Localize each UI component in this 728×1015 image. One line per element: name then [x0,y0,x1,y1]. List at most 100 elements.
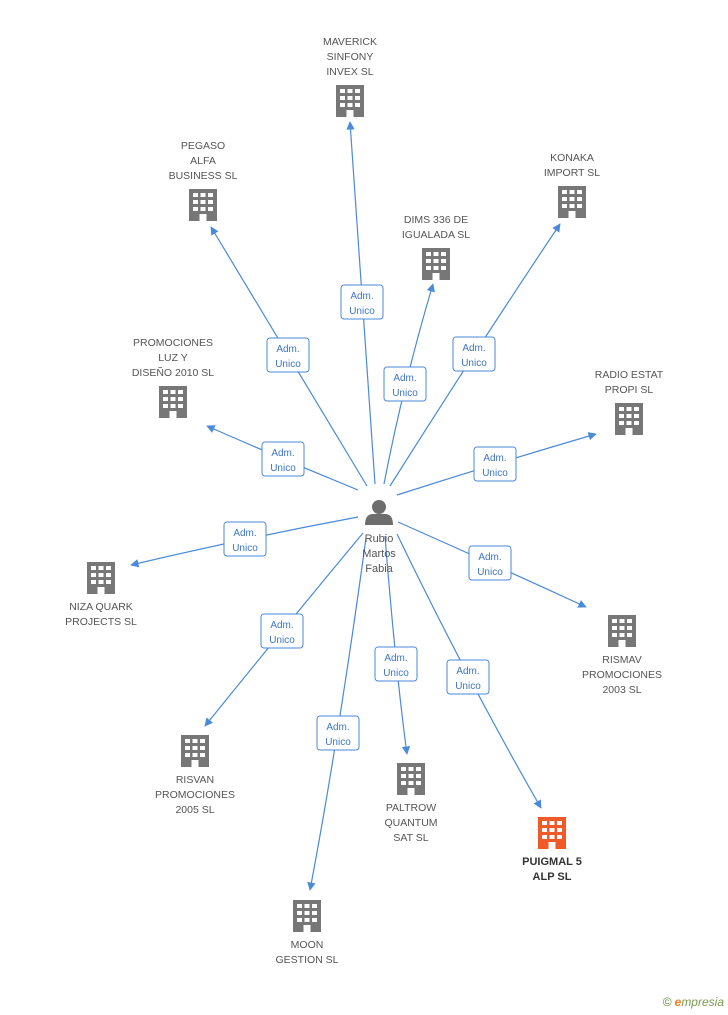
person-name-line: Fabia [365,563,393,575]
company-name-line: PROPI SL [605,384,654,396]
edge-label-box [468,545,512,581]
edge-label-niza[interactable]: Adm. Unico [223,521,267,557]
company-name-line: NIZA QUARK [69,601,133,613]
building-icon [159,386,187,418]
company-name-line: PROMOCIONES [582,669,662,681]
company-node-rismav[interactable]: RISMAV PROMOCIONES 2003 SL [582,615,662,696]
edge-label-box [316,715,360,751]
edge-label-text: Unico [461,358,487,369]
edge-label-box [473,446,517,482]
building-icon [422,248,450,280]
edge-label-text: Unico [275,359,301,370]
edge-label-text: Unico [270,463,296,474]
company-name-line: DIMS 336 DE [404,214,468,226]
company-name-line: IMPORT SL [544,167,600,179]
edge-label-text: Unico [349,306,375,317]
edge-label-text: Unico [269,635,295,646]
building-icon [615,403,643,435]
edge-label-text: Adm. [393,373,416,384]
copyright-icon: © [662,995,672,1009]
edge-label-rismav[interactable]: Adm. Unico [468,545,512,581]
edge-label-box [446,659,490,695]
company-name-line: PROMOCIONES [133,337,213,349]
edge-label-text: Unico [392,388,418,399]
edge-label-text: Adm. [384,653,407,664]
company-name-line: RISMAV [602,654,641,666]
edge-label-text: Adm. [271,448,294,459]
edge-label-risvan[interactable]: Adm.Unico [260,613,304,649]
edge-label-dims[interactable]: Adm. Unico [383,366,427,402]
company-name-line: ALP SL [533,871,572,883]
edge-label-box [266,337,310,373]
company-name-line: LUZ Y [158,352,188,364]
company-node-promociones-luz[interactable]: PROMOCIONES LUZ Y DISEÑO 2010 SL [132,337,214,418]
company-node-konaka[interactable]: KONAKA IMPORT SL [544,152,600,218]
company-node-risvan[interactable]: RISVAN PROMOCIONES 2005 SL [155,735,235,816]
brand-logo-text: mpresia [681,995,724,1009]
edge-label-text: Adm. [350,291,373,302]
company-name-line: 2005 SL [175,804,214,816]
company-name-line: PALTROW [386,802,436,814]
brand-footer[interactable]: ©empresia [663,995,724,1009]
company-name-line: PROMOCIONES [155,789,235,801]
edge-label-box [452,336,496,372]
building-icon [397,763,425,795]
person-name-line: Martos [362,548,396,560]
edge-label-maverick[interactable]: Adm. Unico [340,284,384,320]
edges: Adm.UnicoAdm.UnicoAdm.UnicoAdm.UnicoAdm.… [130,121,597,891]
company-name-line: QUANTUM [384,817,437,829]
edge-label-text: Unico [232,543,258,554]
company-name-line: MAVERICK [323,36,377,48]
building-icon [189,189,217,221]
company-name-line: KONAKA [550,152,594,164]
company-node-dims[interactable]: DIMS 336 DE IGUALADA SL [402,214,470,280]
company-name-line: BUSINESS SL [169,170,238,182]
edge-label-text: Adm. [478,552,501,563]
company-name-line: DISEÑO 2010 SL [132,366,214,379]
building-icon [293,900,321,932]
edge-label-radio-estat[interactable]: Adm. Unico [473,446,517,482]
person-icon [365,500,393,525]
edge-label-moon[interactable]: Adm.Unico [316,715,360,751]
company-name-line: IGUALADA SL [402,229,470,241]
company-name-line: PUIGMAL 5 [522,856,582,868]
edge-label-box [260,613,304,649]
company-name-line: SINFONY [327,51,374,63]
building-icon [538,817,566,849]
building-icon [558,186,586,218]
company-node-pegaso[interactable]: PEGASO ALFA BUSINESS SL [169,140,238,221]
edge-label-puigmal[interactable]: Adm.Unico [446,659,490,695]
edge-label-text: Unico [477,567,503,578]
edge-label-box [261,441,305,477]
edge-label-text: Unico [383,668,409,679]
company-node-puigmal[interactable]: PUIGMAL 5 ALP SL [522,817,582,883]
edge-label-paltrow[interactable]: Adm. Unico [374,646,418,682]
company-name-line: MOON [291,939,324,951]
edge-label-text: Unico [482,468,508,479]
edge-label-konaka[interactable]: Adm.Unico [452,336,496,372]
edge-label-text: Adm. [233,528,256,539]
person-name-line: Rubio [365,533,394,545]
company-name-line: ALFA [190,155,216,167]
building-icon [336,85,364,117]
edge-label-pegaso[interactable]: Adm.Unico [266,337,310,373]
edge-moon [307,537,367,891]
company-node-radio-estat[interactable]: RADIO ESTAT PROPI SL [595,369,664,435]
edge-label-box [374,646,418,682]
company-name-line: RADIO ESTAT [595,369,664,381]
edge-label-text: Adm. [483,453,506,464]
edge-label-promociones-luz[interactable]: Adm. Unico [261,441,305,477]
building-icon [608,615,636,647]
company-name-line: 2003 SL [602,684,641,696]
company-name-line: PEGASO [181,140,225,152]
edge-label-text: Adm. [326,722,349,733]
brand-logo-initial: e [674,995,682,1009]
building-icon [87,562,115,594]
company-name-line: RISVAN [176,774,214,786]
